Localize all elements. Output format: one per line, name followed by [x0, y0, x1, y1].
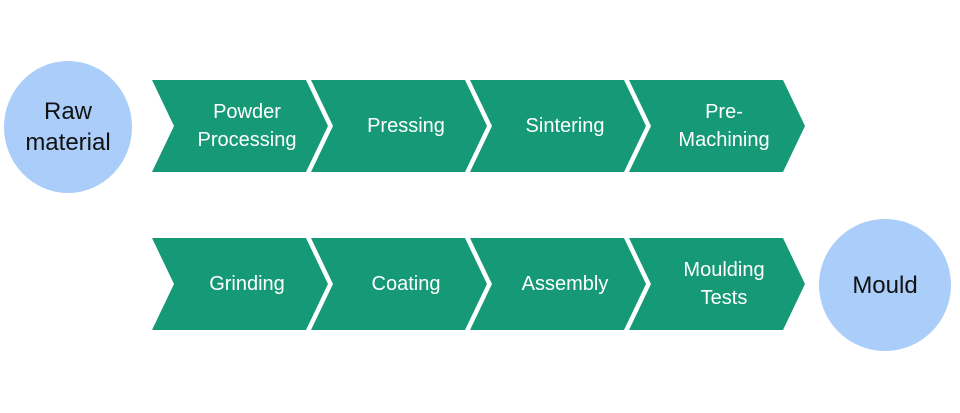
- step-label: Assembly: [521, 273, 609, 295]
- end-node-mould: Mould: [819, 219, 951, 351]
- step-label: Powder Processing: [197, 101, 297, 151]
- step-label: Grinding: [209, 273, 285, 295]
- step-label: Pre- Machining: [678, 101, 770, 151]
- end-node-label: Mould: [852, 271, 918, 299]
- step-powder-processing: Powder Processing: [152, 80, 328, 172]
- step-label: Sintering: [525, 115, 605, 137]
- step-pre-machining: Pre- Machining: [629, 80, 805, 172]
- step-pressing: Pressing: [311, 80, 487, 172]
- step-moulding-tests: Moulding Tests: [629, 238, 805, 330]
- start-node-raw-material: Raw material: [4, 61, 132, 193]
- step-assembly: Assembly: [470, 238, 646, 330]
- step-label: Pressing: [367, 115, 445, 137]
- start-node-label: Raw material: [25, 98, 111, 156]
- step-grinding: Grinding: [152, 238, 328, 330]
- step-sintering: Sintering: [470, 80, 646, 172]
- step-label: Coating: [371, 273, 441, 295]
- step-coating: Coating: [311, 238, 487, 330]
- step-label: Moulding Tests: [683, 259, 765, 309]
